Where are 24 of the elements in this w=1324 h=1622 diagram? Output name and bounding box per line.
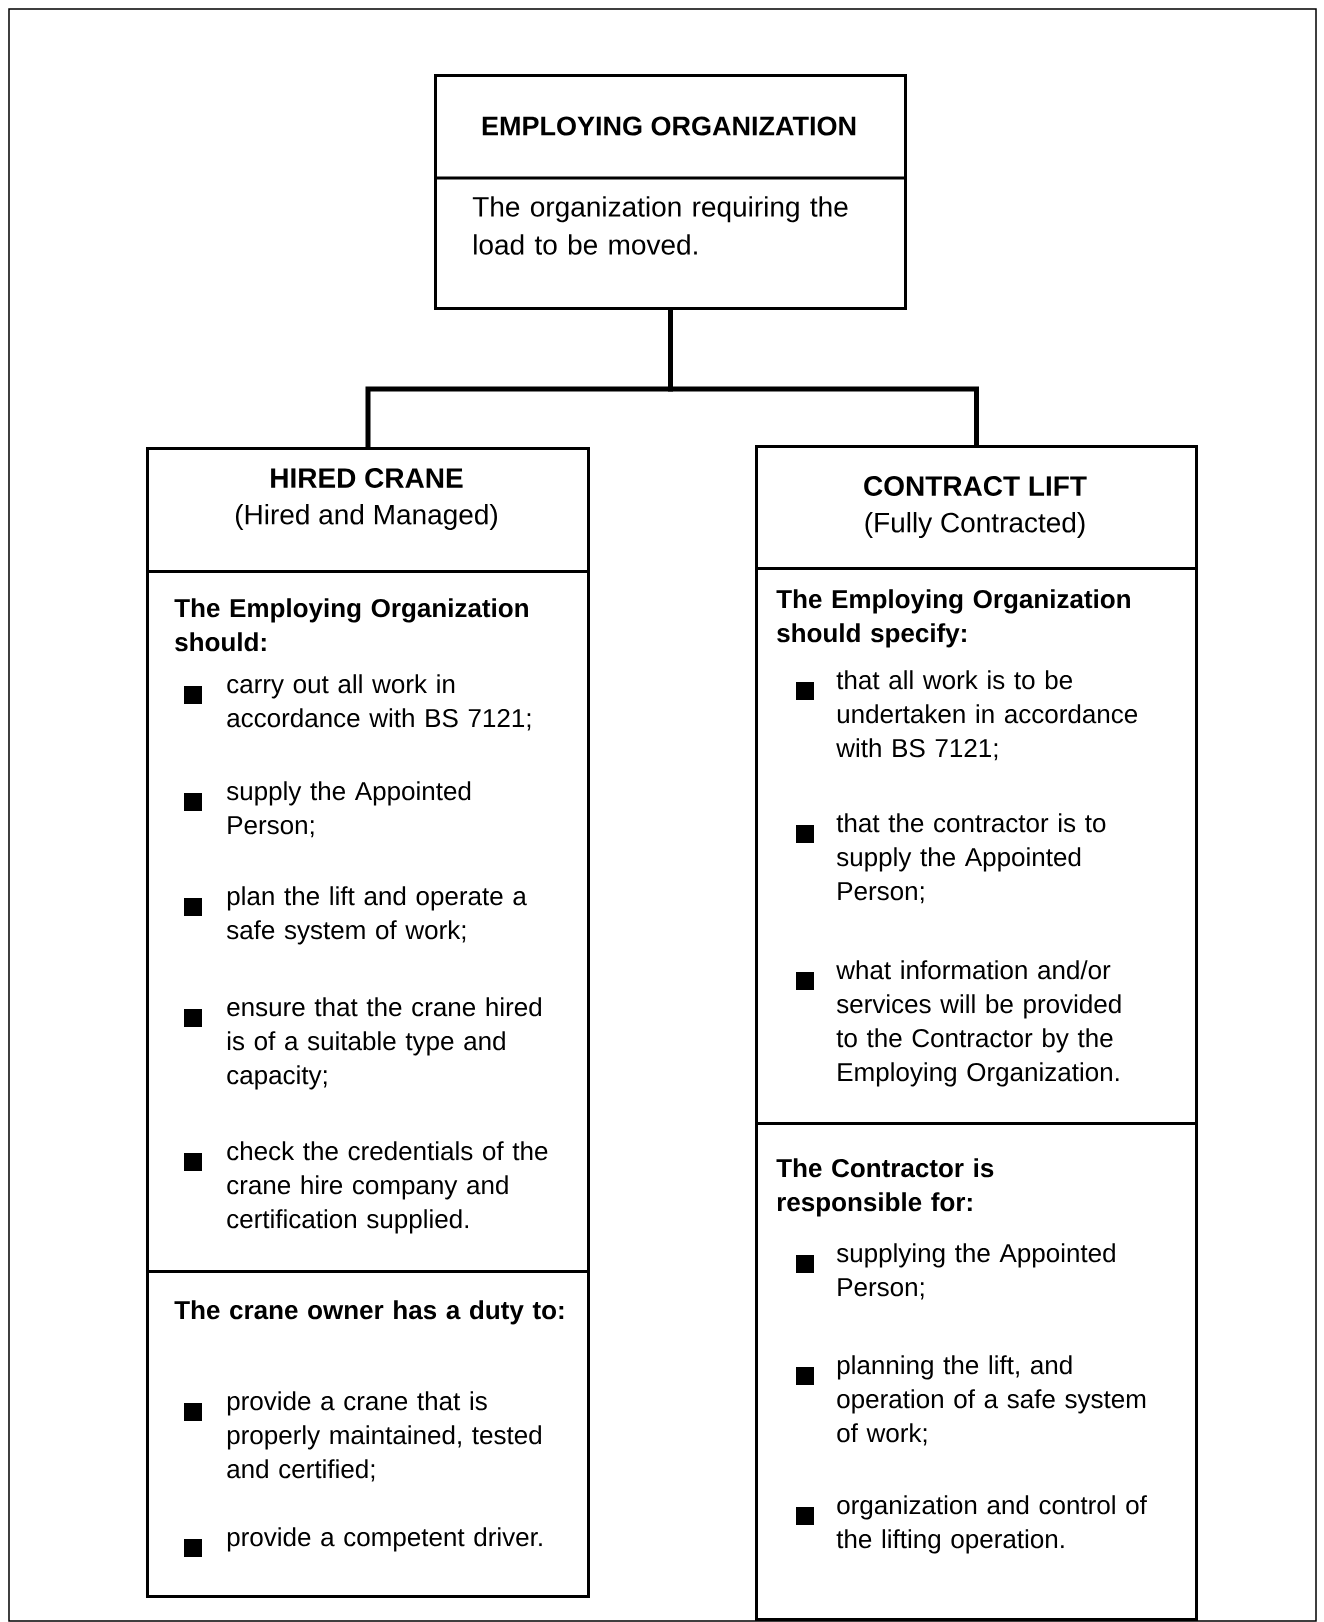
column-heading: CONTRACT LIFT (864, 476, 1087, 496)
section-heading: The Employing Organization should specify: (776, 589, 1130, 648)
section-heading: The Employing Organization should: (174, 598, 528, 652)
bullet-text: organization and control of the lifting operation. (836, 1495, 1147, 1554)
box-title: EMPLOYING ORGANIZATION (482, 116, 856, 136)
description-text: The organization requiring the load to be moved. (472, 196, 848, 255)
bullet-text: check the credentials of the crane hire company and certification supplied. (227, 1141, 548, 1234)
column-subheading: (Hired and Managed) (235, 503, 497, 531)
bullet-text: planning the lift, and operation of a safe system of work; (837, 1355, 1146, 1446)
bullet-text: that the contractor is to supply the Appointed Person; (836, 813, 1106, 904)
bullet-text: provide a competent driver. (227, 1527, 542, 1552)
bullet-text: provide a crane that is properly maintained, tested and certified; (227, 1391, 541, 1482)
bullet-text: ensure that the crane hired is of a suitable type and capacity; (227, 997, 541, 1090)
bullet-text: carry out all work in accordance with BS 7121; (227, 674, 531, 731)
bullet-text: supply the Appointed Person; (226, 781, 471, 838)
bullet-text: that all work is to be undertaken in accordance with BS 7121; (836, 670, 1138, 761)
column-heading: HIRED CRANE (271, 468, 463, 488)
section-heading: The Contractor is responsible for: (776, 1158, 994, 1217)
column-subheading: (Fully Contracted) (865, 511, 1085, 539)
connector (668, 310, 979, 445)
bullet-text: what information and/or services will be provided to the Contractor by the Employing Organization. (836, 960, 1121, 1087)
section-heading: The crane owner has a duty to: (174, 1300, 564, 1325)
bullet-text: supplying the Appointed Person; (836, 1243, 1115, 1300)
bullet-text: plan the lift and operate a safe system of work; (226, 886, 527, 945)
